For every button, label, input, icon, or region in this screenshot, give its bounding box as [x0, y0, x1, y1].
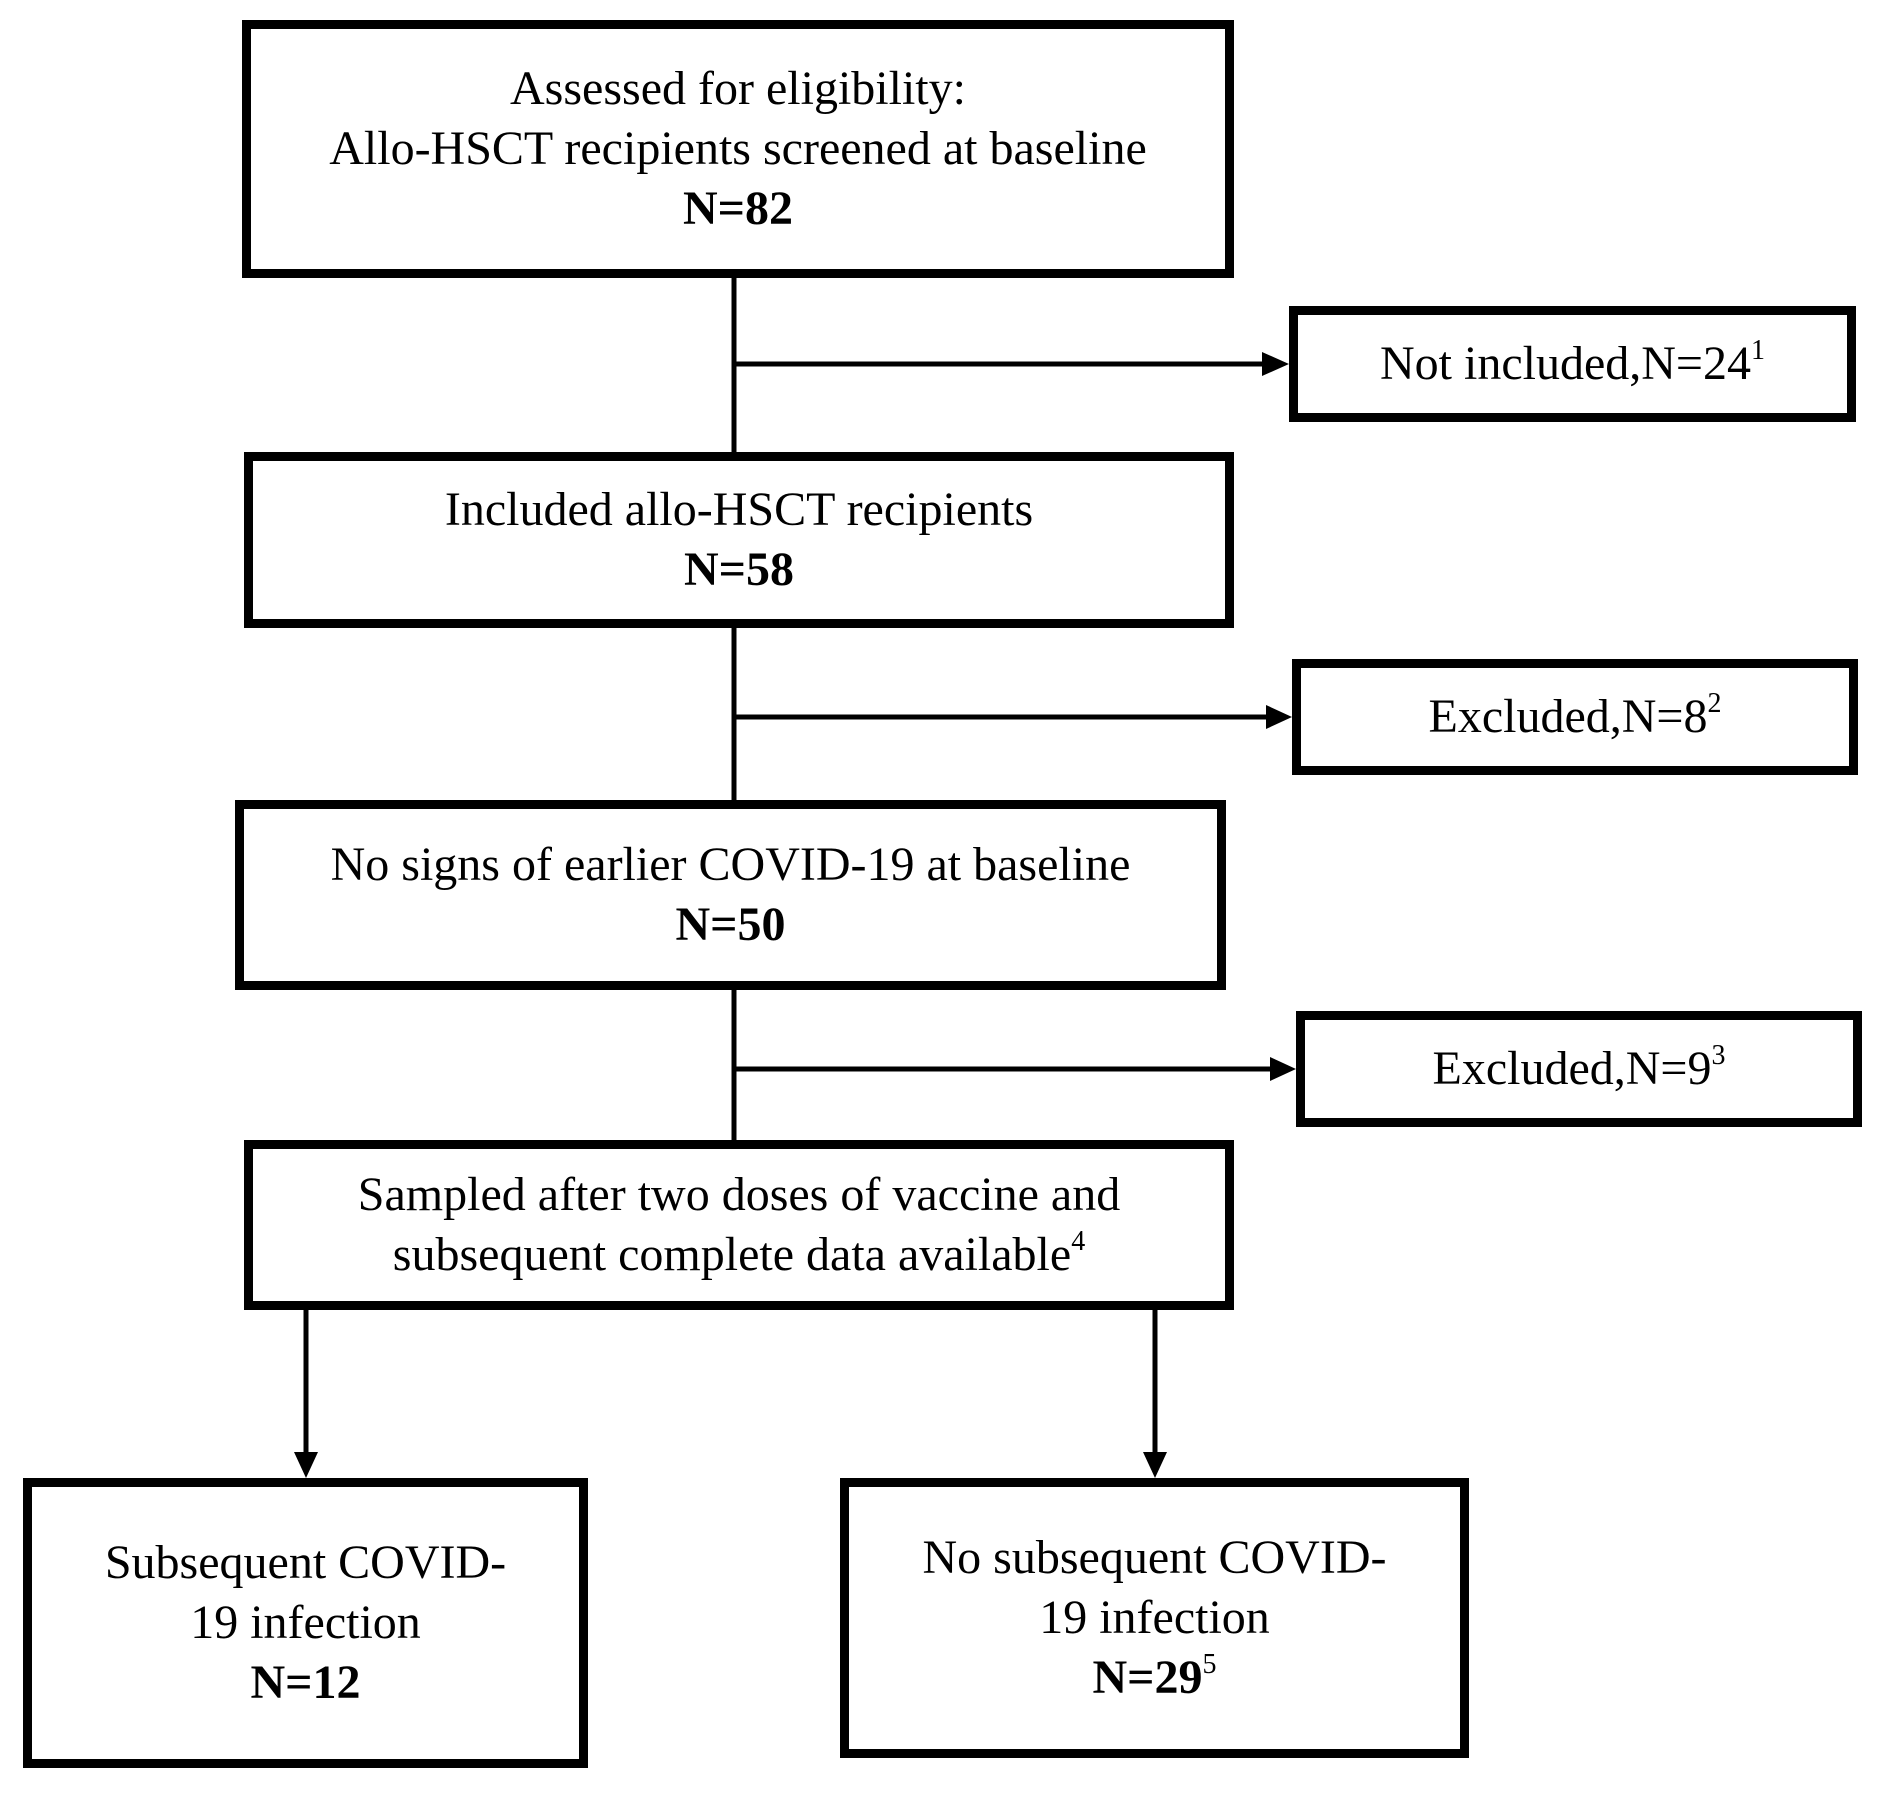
no-infection-line-2: 19 infection	[1039, 1591, 1270, 1644]
no-signs-count: N=50	[675, 898, 786, 951]
box-excluded-second: Excluded,N=93	[1296, 1011, 1862, 1127]
no-signs-title: No signs of earlier COVID-19 at baseline	[330, 838, 1131, 891]
arrowhead-no-infection	[1143, 1452, 1167, 1478]
included-count: N=58	[683, 543, 794, 596]
box-assessed-for-eligibility: Assessed for eligibility: Allo-HSCT reci…	[242, 20, 1234, 278]
excluded-first-footnote: 2	[1707, 688, 1722, 719]
box-not-included: Not included,N=241	[1289, 306, 1856, 422]
eligibility-description: Allo-HSCT recipients screened at baselin…	[329, 122, 1147, 175]
arrowhead-infection	[294, 1452, 318, 1478]
box-subsequent-infection: Subsequent COVID- 19 infection N=12	[23, 1478, 588, 1768]
no-infection-line-1: No subsequent COVID-	[922, 1531, 1387, 1584]
box-no-signs-of-covid: No signs of earlier COVID-19 at baseline…	[235, 800, 1226, 990]
arrowhead-excluded-2	[1270, 1057, 1296, 1081]
arrowhead-excluded-1	[1266, 705, 1292, 729]
box-no-subsequent-infection: No subsequent COVID- 19 infection N=295	[840, 1478, 1469, 1758]
eligibility-title: Assessed for eligibility:	[510, 62, 966, 115]
sampled-line-2-wrap: subsequent complete data available4	[393, 1225, 1085, 1285]
sampled-line-1: Sampled after two doses of vaccine and	[357, 1168, 1121, 1221]
sampled-line-2: subsequent complete data available	[392, 1228, 1072, 1281]
infection-line-2: 19 infection	[190, 1596, 421, 1649]
excluded-first-text: Excluded,N=8	[1428, 690, 1708, 743]
excluded-second-text: Excluded,N=9	[1432, 1042, 1712, 1095]
excluded-first-label: Excluded,N=82	[1429, 687, 1722, 747]
infection-line-1: Subsequent COVID-	[104, 1536, 507, 1589]
box-excluded-first: Excluded,N=82	[1292, 659, 1858, 775]
no-infection-footnote: 5	[1202, 1649, 1217, 1680]
not-included-text: Not included,N=24	[1379, 337, 1751, 390]
no-infection-count: N=29	[1092, 1651, 1203, 1704]
not-included-footnote: 1	[1751, 335, 1765, 366]
included-title: Included allo-HSCT recipients	[444, 483, 1034, 536]
arrowhead-not-included	[1262, 352, 1289, 376]
sampled-footnote: 4	[1071, 1226, 1086, 1257]
box-sampled-after-vaccine: Sampled after two doses of vaccine and s…	[244, 1140, 1234, 1310]
box-included-recipients: Included allo-HSCT recipients N=58	[244, 452, 1234, 628]
excluded-second-footnote: 3	[1711, 1040, 1726, 1071]
infection-count: N=12	[250, 1656, 361, 1709]
no-infection-count-wrap: N=295	[1092, 1648, 1216, 1708]
eligibility-count: N=82	[682, 182, 793, 235]
excluded-second-label: Excluded,N=93	[1433, 1039, 1726, 1099]
not-included-label: Not included,N=241	[1380, 334, 1765, 394]
